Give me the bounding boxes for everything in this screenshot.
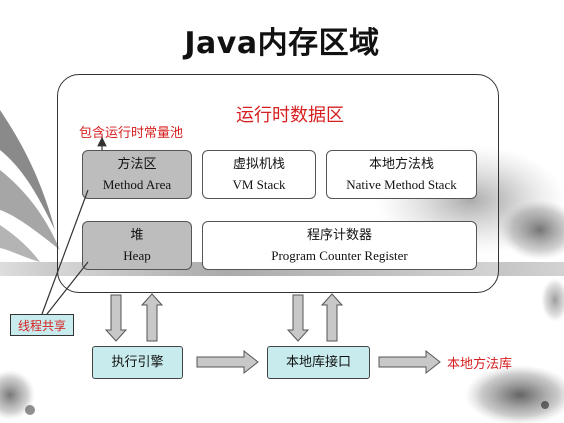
down-arrow-to-engine xyxy=(104,294,128,342)
page-title: Java内存区域 xyxy=(184,26,380,61)
program-counter-cn: 程序计数器 xyxy=(306,227,372,243)
vm-stack-en: VM Stack xyxy=(232,176,286,192)
native-method-stack-cn: 本地方法栈 xyxy=(368,156,434,172)
native-interface-box: 本地库接口 xyxy=(267,346,370,379)
native-library-label: 本地方法库 xyxy=(447,357,513,372)
program-counter-en: Program Counter Register xyxy=(271,247,408,263)
method-area-box: 方法区 Method Area xyxy=(82,150,192,199)
heap-cn: 堆 xyxy=(130,227,144,243)
down-arrow-to-native-interface xyxy=(286,294,310,342)
shared-to-method-area-line xyxy=(41,189,89,315)
vm-stack-box: 虚拟机栈 VM Stack xyxy=(202,150,316,199)
execution-engine-box: 执行引擎 xyxy=(92,346,183,379)
shared-to-heap-line xyxy=(46,261,89,315)
vm-stack-cn: 虚拟机栈 xyxy=(232,156,285,172)
up-arrow-from-engine xyxy=(140,293,164,342)
method-area-en: Method Area xyxy=(102,176,172,192)
right-arrow-interface-to-library xyxy=(378,349,441,375)
right-arrow-engine-to-interface xyxy=(196,349,259,375)
thread-shared-label: 线程共享 xyxy=(10,314,74,336)
runtime-data-area-label: 运行时数据区 xyxy=(236,105,344,126)
native-method-stack-box: 本地方法栈 Native Method Stack xyxy=(326,150,477,199)
method-area-cn: 方法区 xyxy=(117,156,157,172)
heap-en: Heap xyxy=(123,247,151,263)
native-interface-label: 本地库接口 xyxy=(285,354,351,370)
heap-box: 堆 Heap xyxy=(82,221,192,270)
execution-engine-label: 执行引擎 xyxy=(111,354,164,370)
up-arrow-from-native-interface xyxy=(320,293,344,342)
program-counter-box: 程序计数器 Program Counter Register xyxy=(202,221,477,270)
native-method-stack-en: Native Method Stack xyxy=(346,176,457,192)
